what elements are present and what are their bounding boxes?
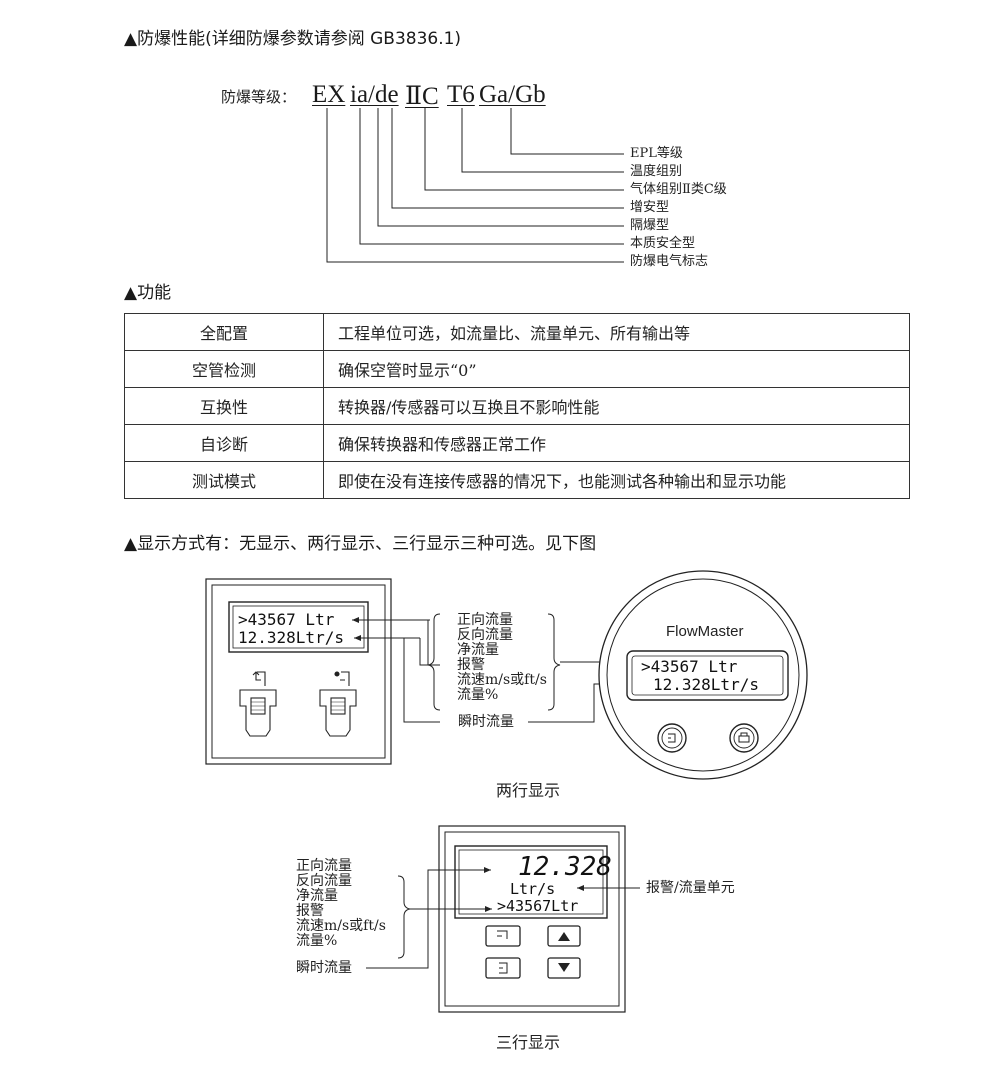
code-part-ex: EX (312, 81, 346, 108)
round-right-button[interactable] (729, 723, 759, 753)
three-line-lcd-big: 12.328 (518, 852, 612, 882)
table-row: 互换性 转换器/传感器可以互换且不影响性能 (124, 387, 910, 425)
explanation-flameproof: 隔爆型 (630, 218, 670, 233)
square-lcd-line1: >43567 Ltr (238, 610, 335, 629)
code-part-ia-de: ia/de (350, 81, 399, 108)
three-line-down-button[interactable] (547, 957, 581, 979)
function-desc: 工程单位可选，如流量比、流量单元、所有输出等 (323, 313, 910, 351)
explanation-increased-safety: 增安型 (630, 200, 670, 215)
three-line-return-button[interactable] (485, 957, 521, 979)
option-forward-flow: 正向流量 (457, 612, 513, 628)
option-velocity: 流速m/s或ft/s (457, 672, 547, 688)
option-alarm: 报警 (457, 657, 485, 673)
explanation-gas-group: 气体组别Ⅱ类C级 (630, 182, 727, 197)
explosion-grade-label: 防爆等级： (221, 88, 297, 106)
explosion-leader-lines (326, 108, 624, 263)
brand-logo: FlowMaster (666, 623, 744, 640)
option-reverse-flow: 反向流量 (457, 627, 513, 643)
function-section-title: ▲功能 (124, 283, 172, 303)
function-name: 空管检测 (124, 350, 324, 388)
instant-flow-label: 瞬时流量 (458, 714, 514, 730)
option-net-flow: 净流量 (296, 888, 338, 904)
three-line-caption: 三行显示 (496, 1033, 561, 1052)
alarm-unit-label: 报警/流量单元 (646, 880, 735, 896)
square-lcd-line2: 12.328Ltr/s (238, 628, 344, 647)
enter-key[interactable] (319, 671, 357, 737)
option-velocity: 流速m/s或ft/s (296, 918, 386, 934)
round-meter-device (598, 570, 808, 780)
explanation-epl: EPL等级 (630, 146, 683, 161)
round-left-button[interactable] (657, 723, 687, 753)
table-row: 空管检测 确保空管时显示“0” (124, 350, 910, 388)
two-line-option-list: 正向流量 反向流量 净流量 报警 流速m/s或ft/s 流量% (457, 613, 547, 703)
option-reverse-flow: 反向流量 (296, 873, 352, 889)
square-panel-device (205, 578, 392, 765)
return-key[interactable] (239, 671, 277, 737)
code-part-epl: Ga/Gb (479, 81, 546, 108)
table-row: 测试模式 即使在没有连接传感器的情况下，也能测试各种输出和显示功能 (124, 461, 910, 499)
three-line-instant-label: 瞬时流量 (296, 960, 352, 976)
three-line-up-button[interactable] (547, 925, 581, 947)
three-line-option-list: 正向流量 反向流量 净流量 报警 流速m/s或ft/s 流量% (296, 859, 386, 949)
function-name: 互换性 (124, 387, 324, 425)
option-net-flow: 净流量 (457, 642, 499, 658)
round-lcd-line1: >43567 Ltr (641, 657, 738, 676)
two-line-caption: 两行显示 (496, 781, 561, 800)
option-flow-percent: 流量% (296, 933, 338, 949)
option-forward-flow: 正向流量 (296, 858, 352, 874)
explanation-temperature: 温度组别 (630, 164, 683, 179)
function-table: 全配置 工程单位可选，如流量比、流量单元、所有输出等 空管检测 确保空管时显示“… (124, 313, 910, 499)
three-line-enter-button[interactable] (485, 925, 521, 947)
display-section-title: ▲显示方式有：无显示、两行显示、三行显示三种可选。见下图 (124, 534, 597, 554)
code-part-t6: T6 (447, 81, 475, 108)
explanation-intrinsic-safety: 本质安全型 (630, 236, 696, 251)
explosion-section-title: ▲防爆性能(详细防爆参数请参阅 GB3836.1) (124, 29, 462, 49)
option-alarm: 报警 (296, 903, 324, 919)
table-row: 全配置 工程单位可选，如流量比、流量单元、所有输出等 (124, 313, 910, 351)
code-part-iic: ⅡC (405, 83, 439, 110)
three-line-lcd-unit: Ltr/s (510, 880, 556, 898)
table-row: 自诊断 确保转换器和传感器正常工作 (124, 424, 910, 462)
function-name: 测试模式 (124, 461, 324, 499)
three-line-lcd-total: >43567Ltr (497, 897, 579, 915)
function-desc: 确保空管时显示“0” (323, 350, 910, 388)
option-flow-percent: 流量% (457, 687, 499, 703)
function-desc: 即使在没有连接传感器的情况下，也能测试各种输出和显示功能 (323, 461, 910, 499)
round-lcd-line2: 12.328Ltr/s (653, 675, 759, 694)
three-line-panel-device (438, 825, 626, 1013)
explanation-ex-mark: 防爆电气标志 (630, 254, 709, 269)
